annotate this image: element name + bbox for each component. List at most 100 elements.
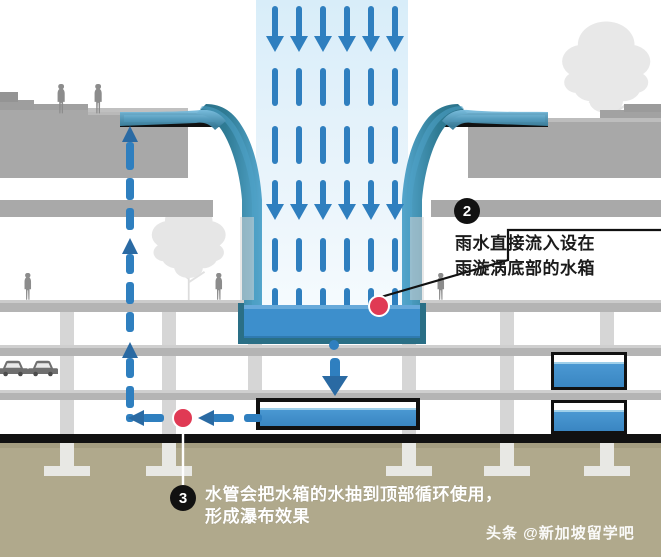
waterfall-arrow bbox=[314, 180, 332, 220]
waterfall-arrow bbox=[362, 180, 380, 220]
column bbox=[162, 312, 176, 345]
column bbox=[162, 400, 176, 434]
footing-stem bbox=[162, 443, 176, 472]
column bbox=[60, 356, 74, 390]
return-pipe-arrows bbox=[128, 410, 262, 426]
car-silhouette bbox=[0, 360, 28, 377]
footing-stem bbox=[60, 443, 74, 472]
car-silhouette bbox=[28, 360, 58, 377]
waterfall-bar bbox=[392, 126, 398, 164]
waterfall-bar bbox=[320, 238, 326, 272]
waterfall-arrow bbox=[362, 6, 380, 52]
waterfall-bar bbox=[320, 68, 326, 106]
person-silhouette bbox=[437, 273, 445, 300]
soil-layer-shadow bbox=[0, 443, 661, 448]
ground-line bbox=[0, 434, 661, 443]
floor-slab bbox=[431, 200, 661, 217]
footing-pad bbox=[146, 466, 192, 476]
caption-3-line-2: 形成瀑布效果 bbox=[205, 507, 310, 526]
person-silhouette bbox=[24, 273, 32, 300]
column bbox=[500, 400, 514, 434]
caption-badge-3: 3 bbox=[170, 485, 196, 511]
vortex-spout-left bbox=[120, 109, 226, 130]
waterfall-bar bbox=[344, 68, 350, 106]
floor-slabs bbox=[0, 200, 661, 400]
waterfall-arrow bbox=[314, 6, 332, 52]
vortex-spout-right bbox=[442, 109, 548, 130]
cars-group bbox=[0, 360, 58, 377]
footing-pad bbox=[386, 466, 432, 476]
footing-stem bbox=[500, 443, 514, 472]
callout-3-marker bbox=[172, 407, 194, 429]
vortex-basin-tank bbox=[238, 303, 426, 344]
waterfall-bar bbox=[296, 68, 302, 106]
waterfall-bar bbox=[344, 238, 350, 272]
downfeed-arrow bbox=[322, 358, 348, 396]
waterfall-bar bbox=[344, 126, 350, 164]
waterfall-mist-panel bbox=[256, 0, 408, 318]
person-silhouette bbox=[215, 273, 223, 300]
footing-stem bbox=[402, 443, 416, 472]
waterfall-arrow bbox=[386, 6, 404, 52]
red-dot-marker bbox=[370, 297, 388, 315]
footing-stem bbox=[600, 443, 614, 472]
waterfall-bar bbox=[368, 238, 374, 272]
footing-pad bbox=[484, 466, 530, 476]
waterfall-arrow bbox=[338, 6, 356, 52]
soil-layer bbox=[0, 443, 661, 557]
tree-left-background bbox=[150, 200, 227, 308]
callout-2-line-1: 雨水直接流入设在 bbox=[455, 234, 595, 253]
waterfall-arrow bbox=[266, 6, 284, 52]
footing-pad bbox=[44, 466, 90, 476]
waterfall-bar bbox=[272, 68, 278, 106]
column bbox=[402, 356, 416, 390]
waterfall-bar bbox=[296, 126, 302, 164]
waterfall-bar bbox=[320, 126, 326, 164]
waterfall-arrow bbox=[290, 6, 308, 52]
left-upper-building bbox=[0, 92, 188, 178]
basin-outlet-node bbox=[329, 340, 339, 350]
callout-2-marker bbox=[368, 295, 390, 317]
column bbox=[60, 400, 74, 434]
right-upper-plaza bbox=[468, 104, 661, 178]
waterfall-arrow bbox=[290, 180, 308, 220]
right-upper-tank bbox=[551, 352, 627, 390]
waterfall-bar bbox=[392, 238, 398, 272]
column bbox=[162, 356, 176, 390]
column bbox=[248, 356, 262, 390]
floor-slab bbox=[0, 345, 661, 356]
waterfall-bar bbox=[392, 68, 398, 106]
footing-pad bbox=[584, 466, 630, 476]
red-dot-marker bbox=[174, 409, 192, 427]
column bbox=[600, 312, 614, 345]
callout-2-leader bbox=[380, 228, 661, 299]
arrow-left bbox=[198, 410, 234, 426]
column bbox=[60, 312, 74, 345]
left-deck-surface bbox=[88, 108, 188, 112]
waterfall-bar bbox=[368, 68, 374, 106]
floor-slab bbox=[0, 390, 661, 400]
return-pipe-segment bbox=[244, 414, 262, 422]
waterfall-bar bbox=[320, 288, 326, 308]
callout-2-line-2: 雨漩涡底部的水箱 bbox=[455, 259, 595, 278]
waterfall-bar bbox=[272, 126, 278, 164]
waterfall-bar bbox=[296, 288, 302, 308]
waterfall-arrow bbox=[386, 180, 404, 220]
column bbox=[500, 356, 514, 390]
foundation-footings bbox=[44, 443, 630, 476]
arrow-left bbox=[128, 410, 164, 426]
center-wide-tank bbox=[256, 398, 420, 430]
waterfall-arrow-grid bbox=[266, 6, 404, 308]
floor-slab bbox=[0, 200, 213, 217]
column bbox=[240, 217, 254, 300]
column bbox=[500, 312, 514, 345]
callout-badge-2: 2 bbox=[454, 198, 480, 224]
column bbox=[410, 217, 424, 300]
waterfall-arrow bbox=[338, 180, 356, 220]
waterfall-bar bbox=[368, 126, 374, 164]
right-lower-tank bbox=[551, 400, 627, 434]
caption-3-line-1: 水管会把水箱的水抽到顶部循环使用， bbox=[205, 485, 503, 504]
waterfall-bar bbox=[272, 238, 278, 272]
